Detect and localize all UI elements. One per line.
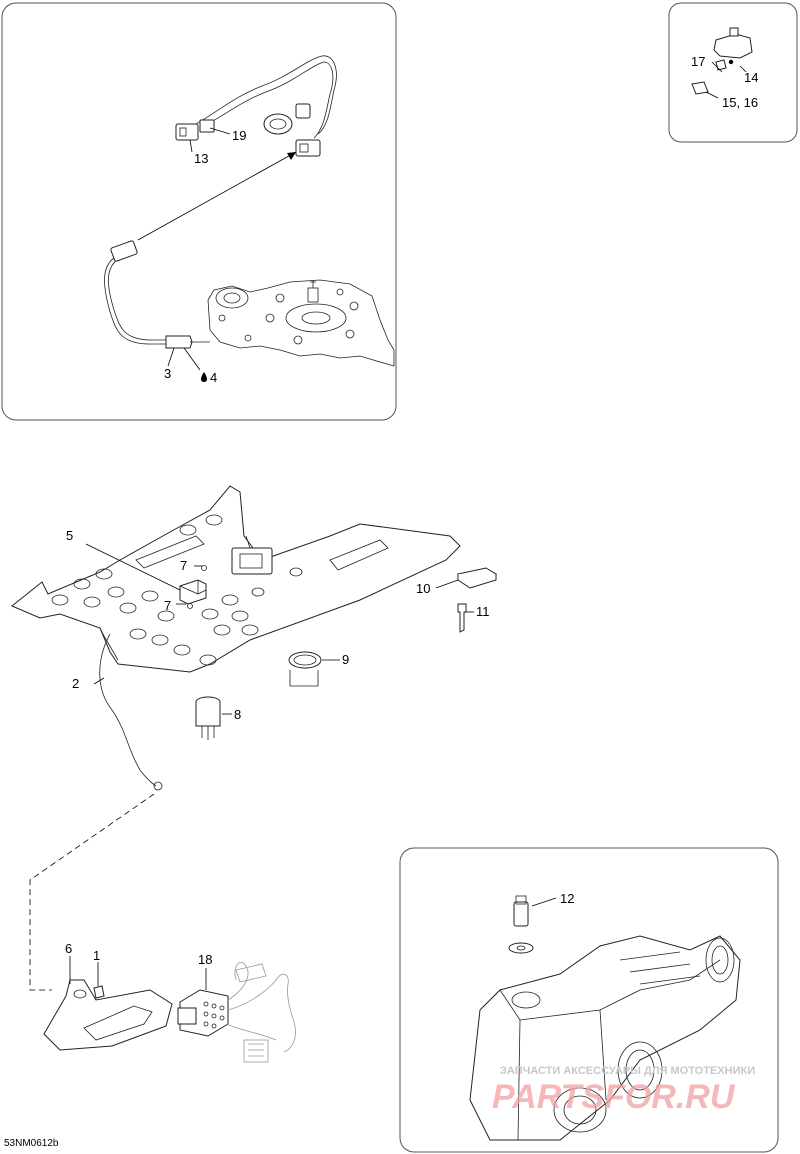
connector-15-16 bbox=[691, 81, 709, 95]
dot-14 bbox=[728, 59, 734, 65]
ground-wire-2 bbox=[99, 633, 157, 787]
oil-drop-icon bbox=[201, 372, 207, 382]
sensor-12 bbox=[508, 895, 534, 954]
watermark-line1: ЗАПЧАСТИ АКСЕССУАРЫ ДЛЯ МОТОТЕХНИКИ bbox=[500, 1065, 755, 1077]
harness-ghost bbox=[225, 961, 296, 1063]
label-8: 8 bbox=[234, 707, 241, 722]
engine-block bbox=[207, 279, 395, 367]
inset-frame-right bbox=[668, 2, 798, 143]
connector-harness bbox=[175, 55, 337, 157]
inset-top-right: 17 14 15, 16 bbox=[668, 2, 798, 143]
connection-arrow bbox=[137, 151, 297, 241]
bottom-left-assembly: 6 1 18 bbox=[43, 941, 296, 1063]
bracket-box bbox=[231, 547, 273, 575]
label-2: 2 bbox=[72, 676, 79, 691]
sensor-harness bbox=[104, 240, 210, 349]
label-5: 5 bbox=[66, 528, 73, 543]
inset-frame-bottom bbox=[399, 847, 779, 1153]
inset-bottom-right: 12 ЗАПЧАСТИ АКСЕССУАРЫ ДЛЯ МОТОТЕХНИКИ P… bbox=[399, 847, 779, 1153]
label-10: 10 bbox=[416, 581, 430, 596]
nut-1 bbox=[93, 985, 105, 999]
connector-18 bbox=[177, 989, 229, 1037]
bracket-6 bbox=[43, 979, 173, 1051]
mounting-plate bbox=[11, 485, 461, 673]
label-1: 1 bbox=[93, 948, 100, 963]
label-11: 11 bbox=[476, 604, 490, 619]
label-14: 14 bbox=[744, 70, 758, 85]
airbox bbox=[469, 935, 741, 1141]
label-12: 12 bbox=[560, 891, 574, 906]
figure-code: 53NM0612b bbox=[4, 1138, 59, 1149]
leader-4 bbox=[183, 347, 201, 371]
watermark-line2: PARTSFOR.RU bbox=[492, 1078, 736, 1116]
rivet-11 bbox=[457, 603, 467, 633]
plate-holes bbox=[51, 514, 303, 666]
inset-top-left: 13 19 3 4 bbox=[1, 2, 397, 421]
relay-block bbox=[713, 33, 753, 59]
relay-5 bbox=[179, 579, 207, 605]
label-3: 3 bbox=[164, 366, 171, 381]
label-13: 13 bbox=[194, 151, 208, 166]
label-18: 18 bbox=[198, 952, 212, 967]
mounting-plate-assembly: 5 7 7 8 9 10 11 2 bbox=[11, 485, 498, 791]
label-9: 9 bbox=[342, 652, 349, 667]
label-7a: 7 bbox=[180, 558, 187, 573]
leader-19 bbox=[209, 127, 231, 135]
leader-13 bbox=[189, 139, 193, 153]
label-19: 19 bbox=[232, 128, 246, 143]
inset-frame bbox=[1, 2, 397, 421]
label-4: 4 bbox=[210, 370, 217, 385]
ring-9 bbox=[288, 651, 322, 669]
dashed-connection bbox=[29, 793, 155, 991]
label-17: 17 bbox=[691, 54, 705, 69]
leader-3 bbox=[167, 347, 175, 367]
label-15-16: 15, 16 bbox=[722, 95, 758, 110]
label-6: 6 bbox=[65, 941, 72, 956]
sensor-8 bbox=[195, 696, 221, 740]
label-7b: 7 bbox=[164, 598, 171, 613]
